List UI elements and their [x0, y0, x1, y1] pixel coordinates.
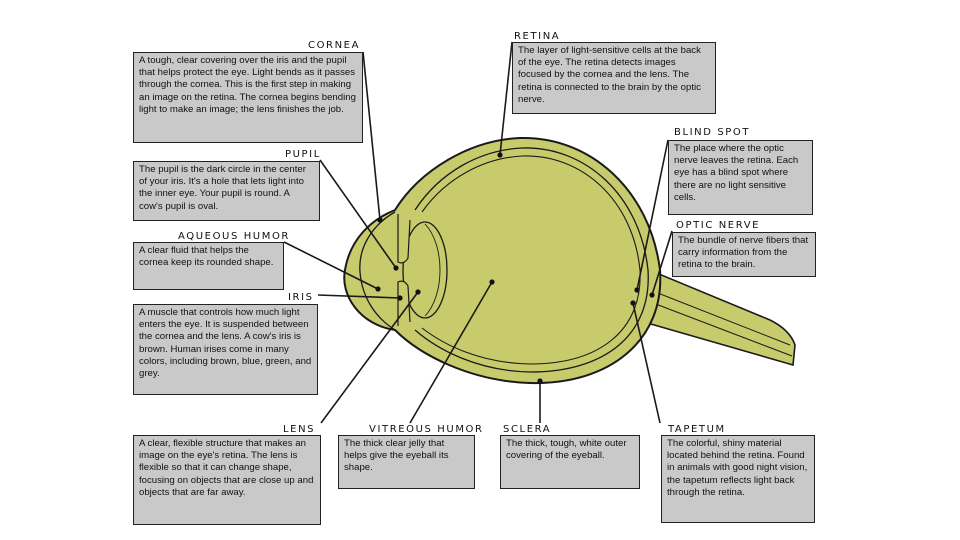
iris-description: A muscle that controls how much light en…: [133, 304, 318, 395]
vitreous-humor-description: The thick clear jelly that helps give th…: [338, 435, 475, 489]
lens-title: LENS: [283, 424, 316, 435]
aqueous-humor-title: AQUEOUS HUMOR: [178, 231, 290, 242]
optic-nerve-description: The bundle of nerve fibers that carry in…: [672, 232, 816, 277]
cornea-dot: [377, 217, 383, 223]
iris-shape-upper: [397, 214, 411, 264]
vitreous-humor-dot: [489, 279, 495, 285]
aqueous-humor-dot: [375, 286, 381, 292]
sclera-title: SCLERA: [503, 424, 552, 435]
tapetum-description: The colorful, shiny material located beh…: [661, 435, 815, 523]
optic-nerve-title: OPTIC NERVE: [676, 220, 761, 231]
leader-lines: [283, 41, 673, 424]
retina-layer: [421, 155, 641, 365]
retina-dot: [497, 152, 503, 158]
leader-dots: [375, 152, 655, 384]
blind-spot-dot: [634, 287, 640, 293]
lens-dot: [415, 289, 421, 295]
pupil-dot: [393, 265, 399, 271]
sclera-inner-layer: [414, 147, 649, 373]
pupil-description: The pupil is the dark circle in the cent…: [133, 161, 320, 221]
iris-leader: [317, 294, 401, 299]
sclera-description: The thick, tough, white outer covering o…: [500, 435, 640, 489]
aqueous-humor-description: A clear fluid that helps the cornea keep…: [133, 242, 284, 290]
tapetum-leader: [632, 302, 661, 424]
blind-spot-title: BLIND SPOT: [674, 127, 751, 138]
retina-title: RETINA: [514, 31, 561, 42]
lens-leader: [320, 291, 419, 424]
retina-leader: [499, 41, 513, 156]
tapetum-title: TAPETUM: [668, 424, 726, 435]
pupil-title: PUPIL: [285, 149, 321, 160]
blind-spot-description: The place where the optic nerve leaves t…: [668, 140, 813, 215]
cornea-description: A tough, clear covering over the iris an…: [133, 52, 363, 143]
optic-nerve-shape: [629, 260, 796, 367]
lens-description: A clear, flexible structure that makes a…: [133, 435, 321, 525]
optic-nerve-fiber-line: [639, 297, 793, 357]
optic-nerve-fiber-line: [639, 285, 791, 346]
vitreous-humor-title: VITREOUS HUMOR: [369, 424, 484, 435]
iris-shape-lower: [397, 280, 411, 326]
cornea-title: CORNEA: [308, 40, 361, 51]
optic-nerve-dot: [649, 292, 655, 298]
blind-spot-leader: [636, 139, 669, 291]
optic-nerve-leader: [651, 230, 673, 296]
iris-dot: [397, 295, 403, 301]
lens-shape: [402, 221, 448, 319]
sclera-dot: [537, 378, 543, 384]
pupil-leader: [319, 159, 397, 269]
cornea-leader: [362, 51, 381, 221]
tapetum-dot: [630, 300, 636, 306]
aqueous-humor-leader: [283, 241, 379, 290]
vitreous-humor-leader: [409, 281, 493, 424]
retina-description: The layer of light-sensitive cells at th…: [512, 42, 716, 114]
cornea-shape: [359, 211, 396, 331]
iris-title: IRIS: [288, 292, 314, 303]
lens-inner-curve: [424, 223, 441, 317]
